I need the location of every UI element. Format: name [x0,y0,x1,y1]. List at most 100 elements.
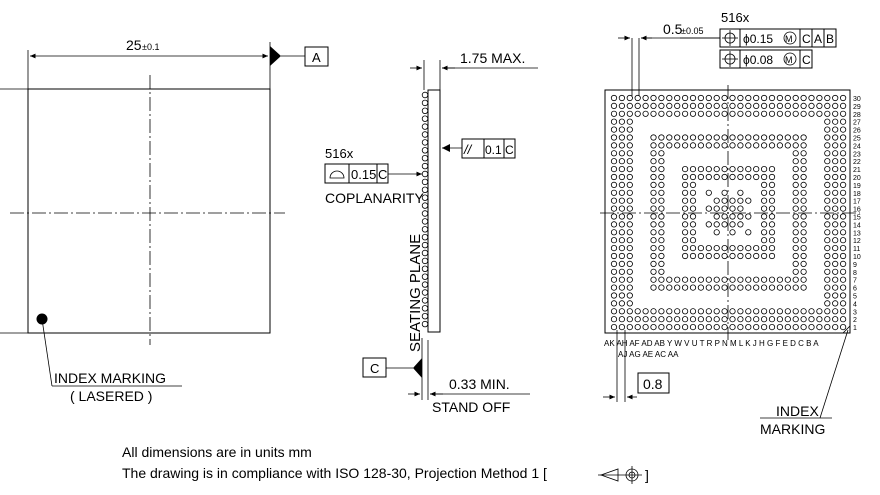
solder-ball [832,221,839,228]
solder-ball [674,316,681,323]
solder-ball [681,173,689,181]
solder-ball [737,166,744,173]
solder-ball [610,221,618,228]
position-icon [722,51,738,67]
solder-ball [824,276,831,283]
seating-plane-label: SEATING PLANE [407,234,424,352]
solder-ball [650,284,657,291]
solder-ball [745,134,752,141]
bottom-index-leader [819,329,849,419]
solder-ball [681,221,689,228]
solder-ball [626,213,633,220]
solder-ball [626,110,633,117]
solder-ball [800,323,807,331]
solder-ball [800,229,807,236]
position-tol-1-datum-a-label: A [814,32,822,46]
solder-ball [626,268,633,275]
solder-ball [753,316,760,323]
solder-ball [832,323,839,331]
row-number-labels: 3029282726252423222120191817161514131211… [853,96,861,332]
solder-ball [658,237,665,244]
solder-ball [760,181,768,188]
solder-ball [610,142,618,149]
solder-ball [610,110,618,117]
solder-ball [800,252,807,260]
solder-ball [839,276,847,283]
solder-ball [729,323,736,331]
row-number: 8 [853,270,857,277]
solder-ball [626,102,633,110]
solder-ball [658,316,665,323]
solder-ball [832,292,839,299]
solder-ball [642,316,649,323]
solder-ball [634,110,641,117]
solder-ball [760,284,768,291]
solder-ball [745,166,752,173]
solder-ball [705,245,712,252]
solder-ball [697,245,705,252]
solder-ball [784,284,791,291]
solder-ball [650,268,657,275]
solder-ball [650,134,657,141]
solder-ball [800,142,807,149]
solder-ball [618,181,626,188]
side-solder-ball [421,154,429,162]
solder-ball [737,189,744,196]
row-number: 16 [853,207,861,214]
solder-ball [689,205,697,212]
solder-ball [839,126,847,133]
solder-ball [721,316,728,323]
package-side-body [427,89,441,333]
solder-ball [705,94,712,102]
solder-ball [832,229,839,236]
solder-ball [792,150,799,157]
solder-ball [729,252,736,260]
solder-ball [784,276,791,283]
solder-ball [666,276,673,283]
side-solder-ball [421,297,429,304]
solder-ball [713,229,720,236]
solder-ball [839,268,847,275]
solder-ball [666,102,673,110]
solder-ball [832,142,839,149]
solder-ball [626,308,633,315]
column-letters-upper: AK AH AF AD AB Y W V U T R P N M L K J H… [604,339,819,348]
solder-ball [618,189,626,196]
solder-ball [713,308,720,315]
solder-ball [626,323,633,331]
solder-ball [753,173,760,181]
solder-ball [792,158,799,165]
solder-ball [832,150,839,157]
solder-ball [832,166,839,173]
solder-ball [839,110,847,117]
solder-ball [618,245,626,252]
solder-ball [832,245,839,252]
bottom-view: 3029282726252423222120191817161514131211… [600,10,861,437]
solder-ball [839,166,847,173]
side-solder-ball [421,313,429,320]
solder-ball [610,205,618,212]
solder-ball [658,181,665,188]
solder-ball [618,134,626,141]
solder-ball [697,142,705,149]
solder-ball [792,94,799,102]
solder-ball [800,150,807,157]
solder-ball [626,237,633,244]
solder-ball [776,323,784,331]
solder-ball [776,134,784,141]
coplanarity-label: COPLANARITY [325,190,424,206]
solder-ball [705,134,712,141]
solder-ball [737,316,744,323]
side-solder-ball [421,249,429,257]
solder-ball [626,197,633,204]
solder-ball [824,173,831,181]
solder-ball [618,292,626,299]
solder-ball [650,142,657,149]
solder-ball [650,181,657,188]
solder-ball [626,134,633,141]
solder-ball [626,166,633,173]
solder-ball [839,260,847,267]
row-number: 26 [853,128,861,135]
solder-ball [713,316,720,323]
solder-ball [666,134,673,141]
